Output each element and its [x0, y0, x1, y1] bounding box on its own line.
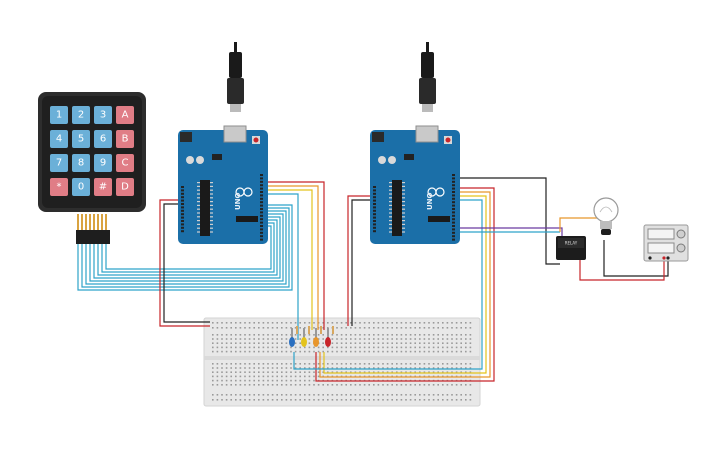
keypad-key-label: 1 — [56, 110, 62, 121]
keypad-key-label: 8 — [78, 158, 84, 169]
keypad-key[interactable]: 7 — [50, 154, 68, 172]
keypad-key-label: C — [122, 158, 129, 169]
breadboard[interactable] — [203, 317, 481, 407]
keypad-connector — [76, 230, 110, 244]
keypad-key-label: 9 — [100, 158, 106, 169]
keypad-key-label: 2 — [78, 110, 84, 121]
keypad-key[interactable]: 3 — [94, 106, 112, 124]
keypad-key[interactable]: 6 — [94, 130, 112, 148]
bulb-icon[interactable] — [593, 197, 619, 235]
leds — [289, 326, 334, 347]
keypad-key-label: 7 — [56, 158, 62, 169]
keypad-key[interactable]: 8 — [72, 154, 90, 172]
keypad-key[interactable]: 5 — [72, 130, 90, 148]
keypad-key[interactable]: D — [116, 178, 134, 196]
keypad-key-label: 0 — [78, 182, 84, 193]
keypad-key-label: 4 — [56, 134, 62, 145]
arduino-uno-board[interactable]: UNO — [178, 42, 268, 244]
keypad[interactable]: 1 2 3 A 4 5 6 B 7 8 9 C * 0 # D — [38, 92, 146, 244]
led-icon — [289, 328, 295, 347]
power-supply-icon[interactable] — [643, 224, 689, 262]
keypad-key-label: 6 — [100, 134, 106, 145]
keypad-key-label: 5 — [78, 134, 84, 145]
keypad-key[interactable]: 2 — [72, 106, 90, 124]
arduino1-wires — [159, 181, 325, 340]
arduino-logo-text: UNO — [234, 192, 242, 210]
keypad-wires — [77, 204, 293, 291]
relay-module[interactable]: RELAY — [556, 236, 586, 260]
keypad-key-label: 3 — [100, 110, 106, 121]
keypad-key-label: D — [121, 182, 129, 193]
usb-cable-icon — [227, 42, 244, 112]
keypad-key-label: # — [99, 182, 107, 193]
led-icon — [325, 328, 331, 347]
keypad-key[interactable]: 4 — [50, 130, 68, 148]
arduino-uno-board[interactable]: UNO — [370, 42, 460, 244]
keypad-key[interactable]: # — [94, 178, 112, 196]
keypad-key[interactable]: 0 — [72, 178, 90, 196]
keypad-key[interactable]: 9 — [94, 154, 112, 172]
arduino-logo-text: UNO — [426, 192, 434, 210]
keypad-key[interactable]: A — [116, 106, 134, 124]
relay-label: RELAY — [565, 241, 578, 246]
keypad-key-label: B — [122, 134, 129, 145]
keypad-key-label: * — [57, 182, 62, 193]
usb-cable-icon — [419, 42, 436, 112]
keypad-key[interactable]: 1 — [50, 106, 68, 124]
led-icon — [313, 328, 319, 347]
keypad-key-label: A — [122, 110, 129, 121]
keypad-key[interactable]: * — [50, 178, 68, 196]
keypad-key[interactable]: B — [116, 130, 134, 148]
keypad-key[interactable]: C — [116, 154, 134, 172]
led-icon — [301, 328, 307, 347]
